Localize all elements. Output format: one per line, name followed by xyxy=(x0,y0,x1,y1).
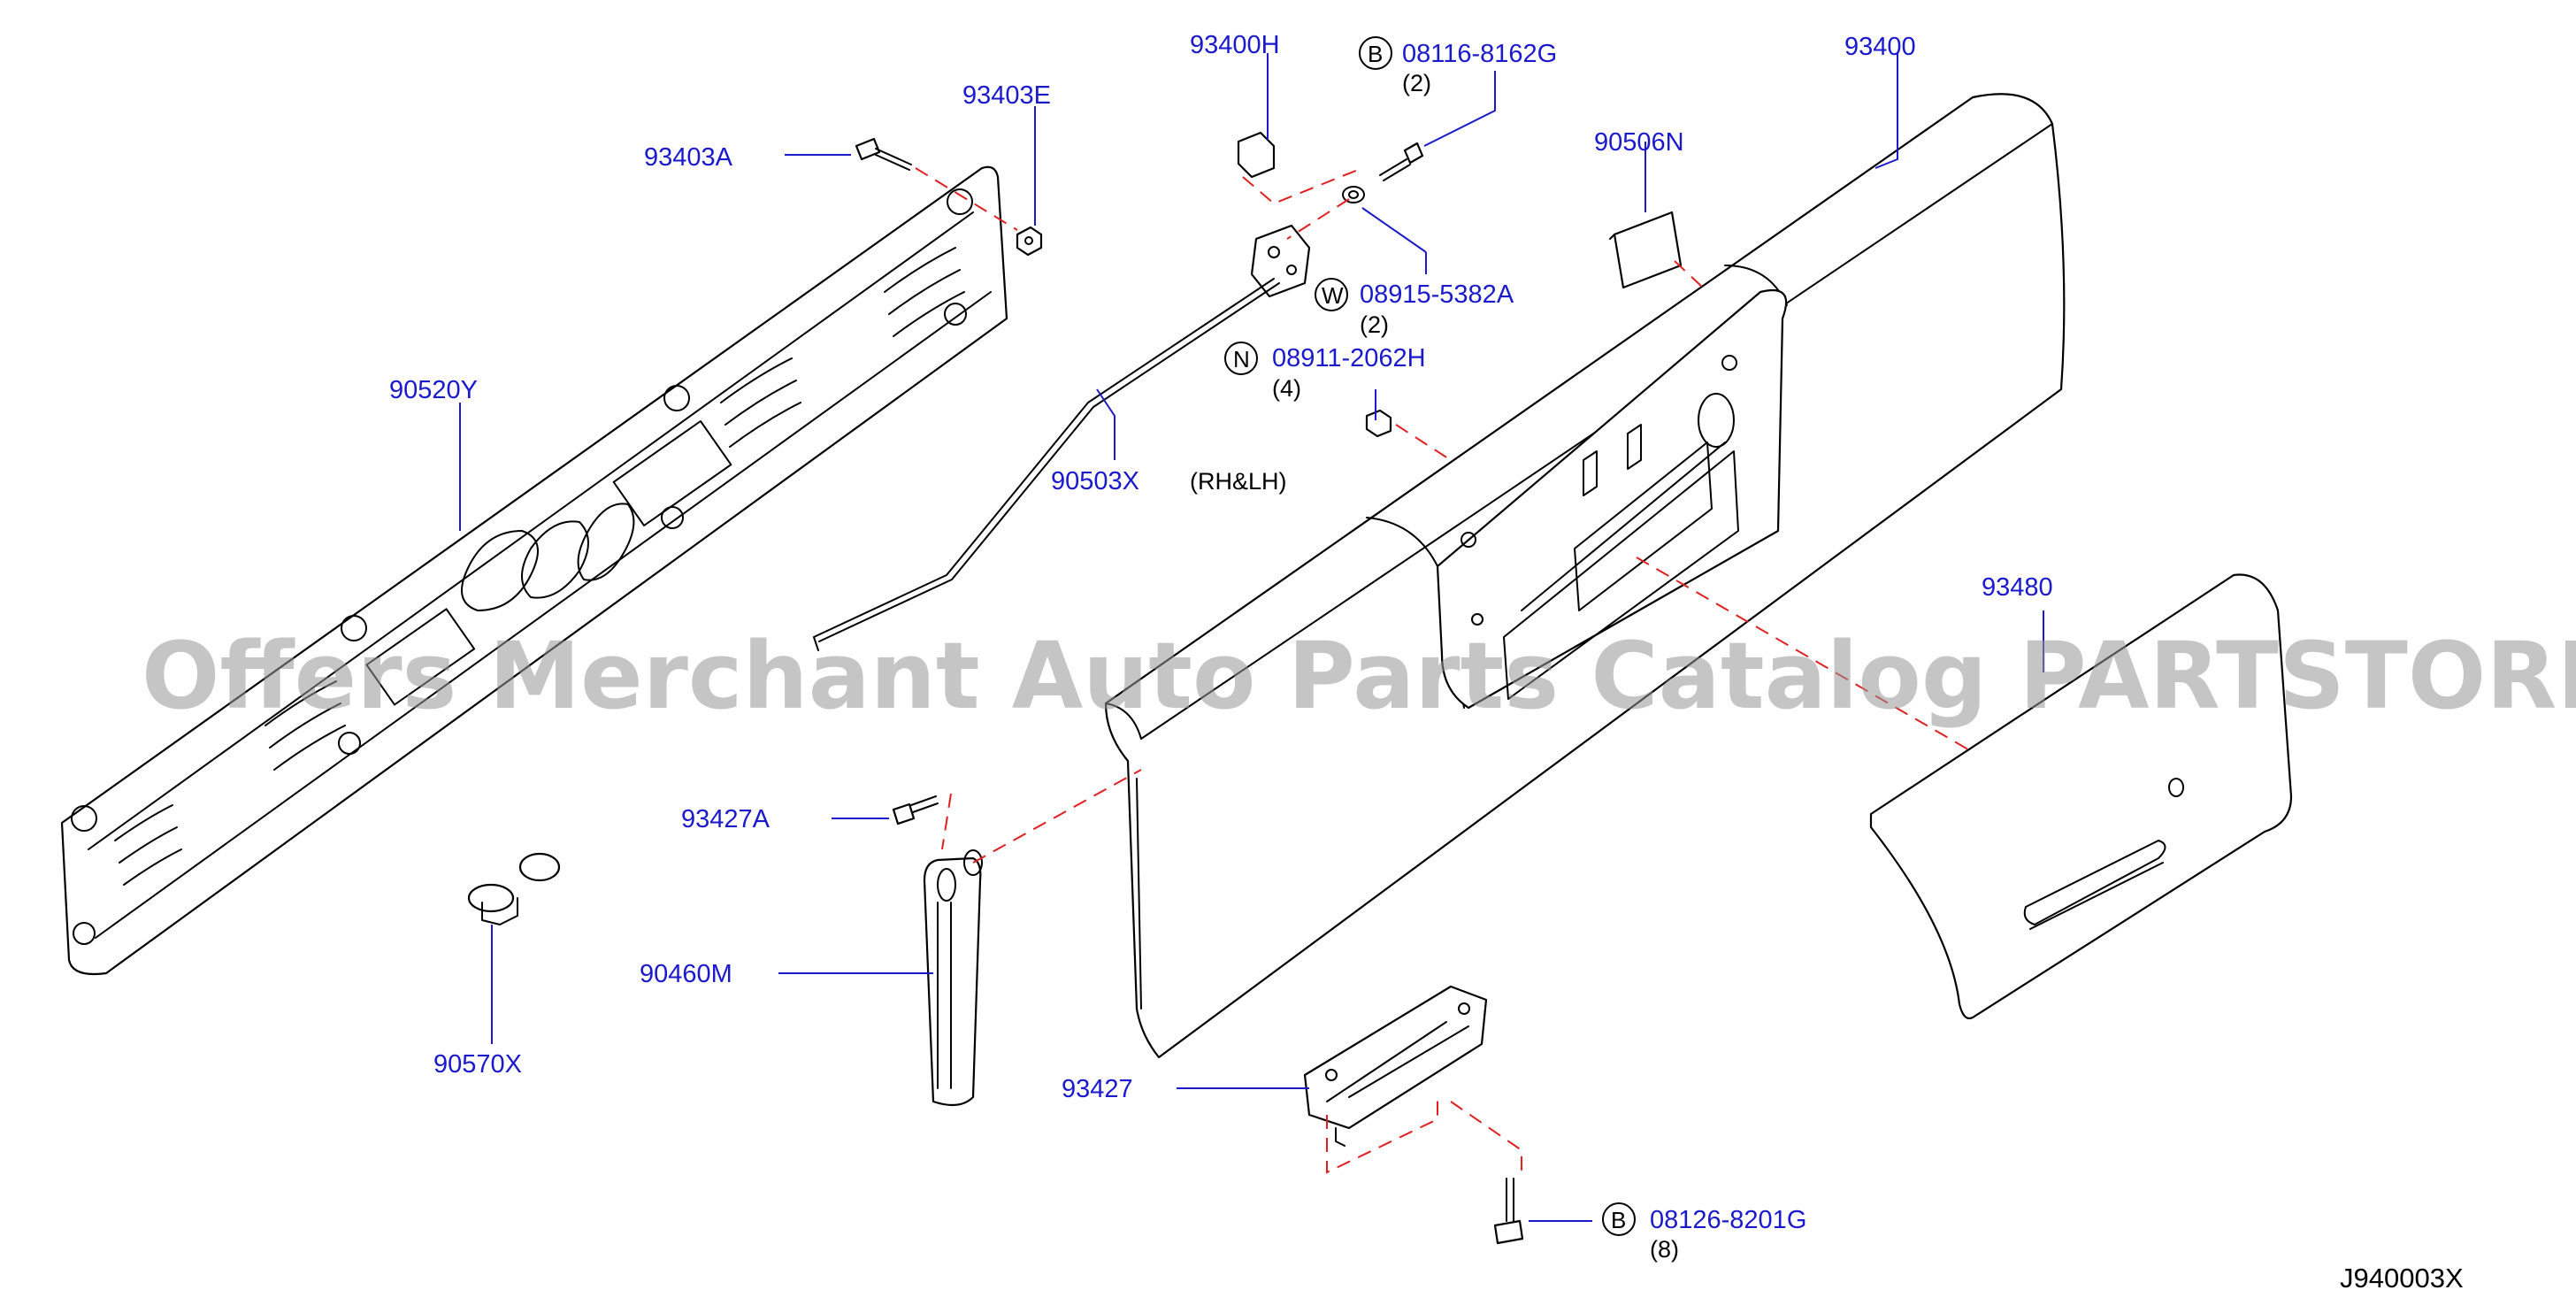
circle-w-icon xyxy=(1315,278,1348,311)
label-08915-5382a: 08915-5382A xyxy=(1360,280,1514,309)
label-90503x: 90503X xyxy=(1051,467,1139,495)
label-90460m: 90460M xyxy=(640,960,732,988)
rod-90503x xyxy=(813,278,1275,651)
assembly-lines xyxy=(915,167,1974,1177)
latch-assembly xyxy=(1250,224,1311,298)
hinge-93427 xyxy=(1303,985,1488,1147)
cushion-90506n xyxy=(1609,211,1683,289)
label-08911-2062h: 08911-2062H xyxy=(1272,344,1426,372)
leader-lines xyxy=(459,53,2044,1222)
circle-b2-letter: B xyxy=(1611,1207,1626,1233)
label-90570x: 90570X xyxy=(433,1050,522,1079)
circle-b-letter: B xyxy=(1368,41,1383,67)
handle-cover-93480 xyxy=(1869,573,2293,1020)
bumper-93400h xyxy=(1237,131,1276,179)
qty-08911: (4) xyxy=(1272,375,1301,402)
clip-90570x xyxy=(467,852,561,925)
washer-08915 xyxy=(1342,186,1365,203)
label-90506n: 90506N xyxy=(1594,128,1684,157)
circle-w-letter: W xyxy=(1322,282,1344,309)
label-93400h: 93400H xyxy=(1190,31,1280,59)
bolt-08126 xyxy=(1493,1178,1524,1245)
diagram-code: J940003X xyxy=(2340,1263,2464,1294)
circle-n-icon xyxy=(1224,342,1258,375)
bolt-08116 xyxy=(1379,142,1424,181)
note-rh-lh: (RH&LH) xyxy=(1190,468,1287,495)
tailgate-shell-93400 xyxy=(1104,93,2066,1059)
label-90520y: 90520Y xyxy=(389,376,478,404)
qty-08126: (8) xyxy=(1650,1236,1679,1263)
label-93403a: 93403A xyxy=(644,143,733,172)
label-93480: 93480 xyxy=(1982,573,2053,602)
nut-93403e xyxy=(1016,226,1043,257)
label-08126-8201g: 08126-8201G xyxy=(1650,1206,1806,1234)
bolt-93427a xyxy=(892,795,939,825)
label-08116-8162g: 08116-8162G xyxy=(1402,40,1557,68)
label-93400: 93400 xyxy=(1844,33,1916,61)
circle-b2-icon xyxy=(1602,1202,1636,1236)
label-93427: 93427 xyxy=(1062,1075,1133,1103)
circle-n-letter: N xyxy=(1233,346,1250,372)
qty-08915: (2) xyxy=(1360,311,1389,338)
label-93427a: 93427A xyxy=(681,805,770,833)
label-93403e: 93403E xyxy=(962,81,1051,110)
qty-08116: (2) xyxy=(1402,70,1431,96)
watermark-text: Offers Merchant Auto Parts Catalog PARTS… xyxy=(142,622,2576,730)
inner-panel-90520y xyxy=(60,165,1008,976)
circle-b-icon xyxy=(1359,36,1392,70)
bolt-93403a xyxy=(855,137,912,171)
nut-08911 xyxy=(1365,409,1392,438)
strap-90460m xyxy=(923,849,983,1107)
